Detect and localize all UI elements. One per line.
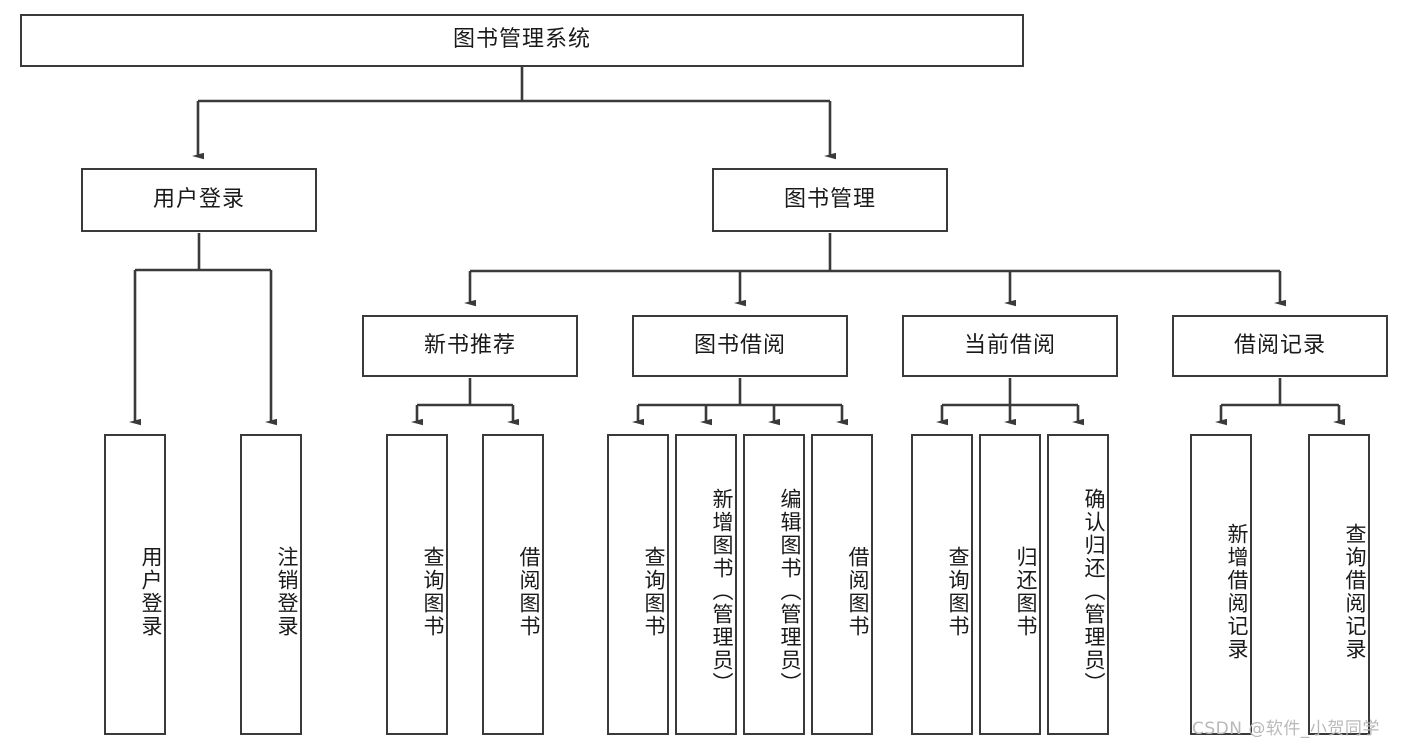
leaf-add-book[interactable]: 新增图书（管理员）: [675, 434, 737, 735]
node-new-book-rec-label: 新书推荐: [423, 332, 516, 358]
csdn-watermark: CSDN @软件_小贺同学: [1192, 719, 1380, 739]
node-book-borrow-label: 图书借阅: [693, 332, 786, 358]
leaf-user-login-label: 用户登录: [139, 545, 163, 638]
leaf-edit-book[interactable]: 编辑图书（管理员）: [743, 434, 805, 735]
leaf-borrow-book-1[interactable]: 借阅图书: [482, 434, 544, 735]
leaf-borrow-book-1-label: 借阅图书: [517, 545, 541, 638]
leaf-edit-book-label: 编辑图书（管理员）: [778, 488, 802, 695]
node-new-book-rec[interactable]: 新书推荐: [362, 315, 578, 377]
leaf-logout-label: 注销登录: [275, 545, 299, 638]
leaf-query-book-3-label: 查询图书: [946, 545, 970, 638]
node-current-borrow-label: 当前借阅: [963, 332, 1056, 358]
leaf-return-book[interactable]: 归还图书: [979, 434, 1041, 735]
leaf-borrow-book-2-label: 借阅图书: [846, 545, 870, 638]
node-root-label: 图书管理系统: [452, 27, 591, 53]
leaf-add-record-label: 新增借阅记录: [1225, 522, 1249, 661]
leaf-query-book-1-label: 查询图书: [421, 545, 445, 638]
node-book-borrow[interactable]: 图书借阅: [632, 315, 848, 377]
leaf-add-book-label: 新增图书（管理员）: [710, 488, 734, 695]
node-book-manage-label: 图书管理: [783, 186, 876, 212]
node-borrow-record-label: 借阅记录: [1233, 332, 1326, 358]
leaf-query-book-1[interactable]: 查询图书: [386, 434, 448, 735]
leaf-query-record[interactable]: 查询借阅记录: [1308, 434, 1370, 735]
leaf-query-book-3[interactable]: 查询图书: [911, 434, 973, 735]
leaf-query-book-2[interactable]: 查询图书: [607, 434, 669, 735]
leaf-query-book-2-label: 查询图书: [642, 545, 666, 638]
node-current-borrow[interactable]: 当前借阅: [902, 315, 1118, 377]
leaf-return-book-label: 归还图书: [1014, 545, 1038, 638]
node-borrow-record[interactable]: 借阅记录: [1172, 315, 1388, 377]
node-root[interactable]: 图书管理系统: [20, 14, 1024, 67]
leaf-confirm-return[interactable]: 确认归还（管理员）: [1047, 434, 1109, 735]
node-user-login[interactable]: 用户登录: [81, 168, 317, 232]
leaf-confirm-return-label: 确认归还（管理员）: [1082, 488, 1106, 695]
leaf-user-login[interactable]: 用户登录: [104, 434, 166, 735]
node-book-manage[interactable]: 图书管理: [712, 168, 948, 232]
leaf-query-record-label: 查询借阅记录: [1343, 522, 1367, 661]
leaf-logout[interactable]: 注销登录: [240, 434, 302, 735]
leaf-borrow-book-2[interactable]: 借阅图书: [811, 434, 873, 735]
node-user-login-label: 用户登录: [152, 186, 245, 212]
leaf-add-record[interactable]: 新增借阅记录: [1190, 434, 1252, 735]
